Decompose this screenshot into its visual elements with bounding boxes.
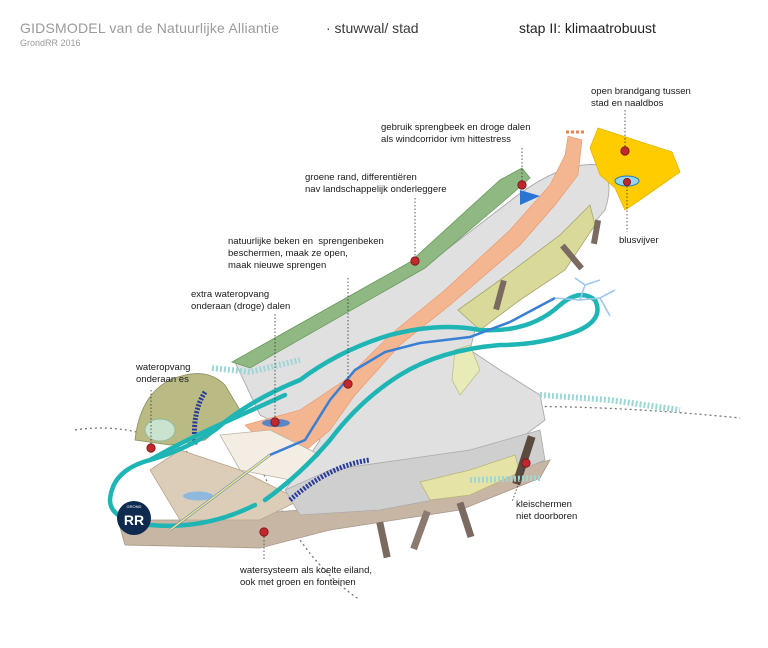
label-sprengbeek: gebruik sprengbeek en droge dalen als wi…: [381, 122, 531, 145]
page-title: GIDSMODEL van de Natuurlijke Alliantie: [20, 20, 280, 36]
label-beken: natuurlijke beken en sprengenbeken besch…: [228, 236, 384, 271]
page-step: stap II: klimaatrobuust: [519, 20, 656, 36]
marker-blusvijver: [623, 177, 632, 186]
lower-terrace: [284, 429, 546, 516]
clay-screen-2: [410, 510, 431, 551]
marker-groene-rand: [410, 256, 420, 266]
marker-dalen: [270, 417, 280, 427]
water-system-spur: [147, 392, 288, 463]
marker-sprengbeek: [517, 180, 527, 190]
grondrr-logo: GROND RR: [117, 501, 151, 535]
page-subtitle: GrondRR 2016: [20, 38, 81, 48]
label-brandgang: open brandgang tussen stad en naaldbos: [591, 86, 691, 109]
clay-screen-7: [590, 219, 602, 245]
label-watersysteem: watersysteem als koelte eiland, ook met …: [240, 565, 373, 588]
label-kleischermen: kleischermen niet doorboren: [516, 499, 578, 522]
label-blusvijver: blusvijver: [619, 235, 659, 246]
clay-screen-6: [493, 279, 507, 311]
brook-branches: [554, 277, 616, 317]
shallow-water-right: [539, 392, 681, 413]
naaldbos: [589, 127, 681, 211]
logo-small-text: GROND: [127, 504, 142, 509]
water-system-loop: [107, 292, 600, 529]
pond-lower: [183, 491, 213, 501]
label-wateropvang-es: wateropvang onderaan es: [136, 362, 191, 385]
logo-text: RR: [124, 512, 144, 528]
marker-watersysteem: [259, 527, 269, 537]
green-edge: [231, 167, 531, 369]
marker-beken: [343, 379, 353, 389]
wind-arrow: [520, 190, 540, 205]
page-context: · stuwwal/ stad: [326, 20, 419, 36]
clay-screen-3: [456, 501, 475, 539]
clay-screen-1: [376, 521, 391, 559]
clay-screen-5: [560, 243, 584, 271]
shallow-water-top: [211, 357, 301, 376]
marker-brandgang: [620, 146, 630, 156]
es-tree: [144, 418, 176, 442]
dotted-line-right: [419, 405, 741, 419]
stream-light: [169, 454, 271, 531]
label-groene-rand: groene rand, differentiëren nav landscha…: [305, 172, 447, 195]
marker-es: [146, 443, 156, 453]
marker-klei: [521, 458, 531, 468]
label-wateropvang-dalen: extra wateropvang onderaan (droge) dalen: [191, 289, 291, 312]
olive-patch-mid: [451, 344, 481, 396]
